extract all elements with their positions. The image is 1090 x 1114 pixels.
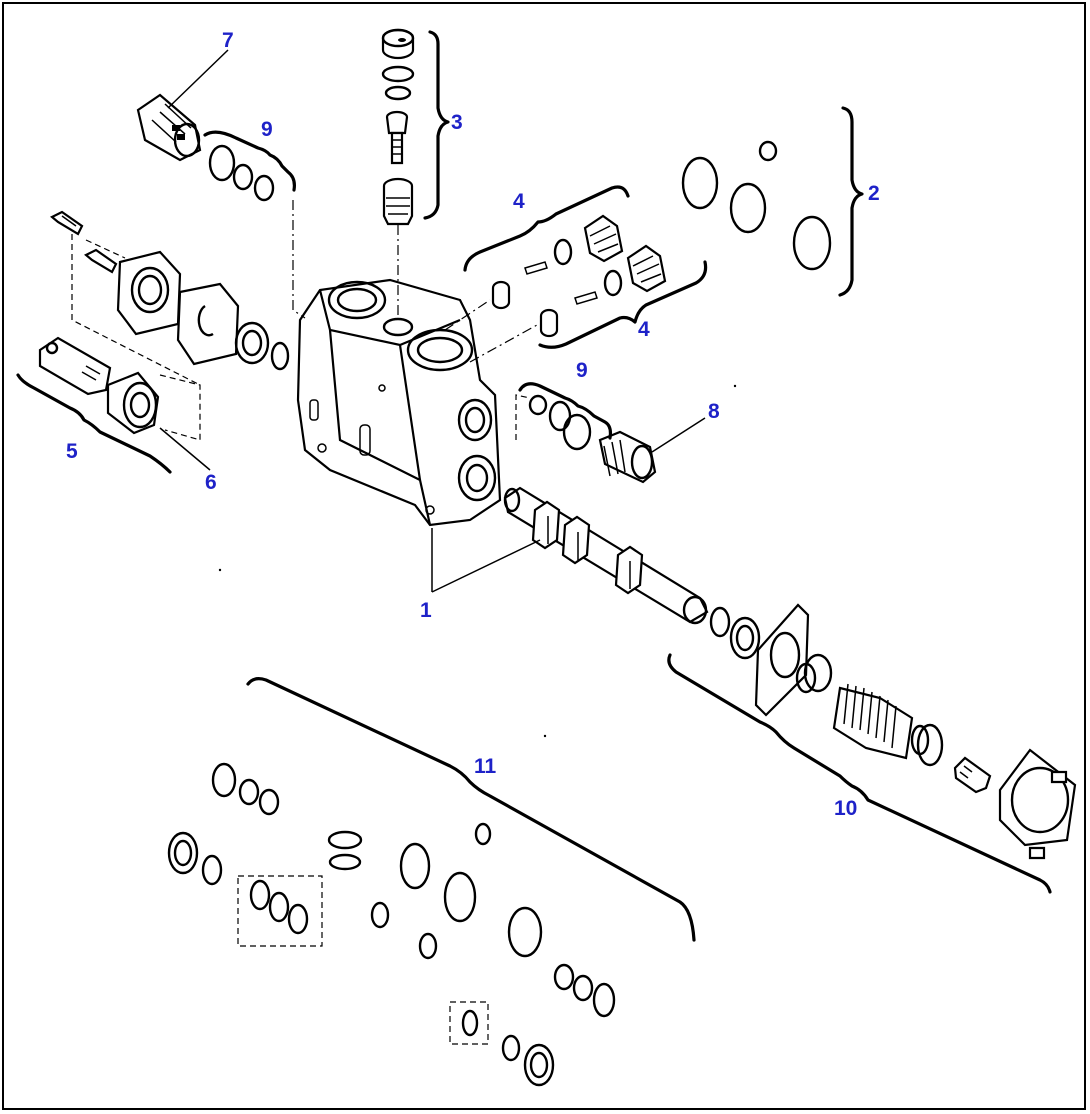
callout-7: 7 xyxy=(222,29,234,52)
callout-11: 11 xyxy=(474,755,497,778)
callout-4-upper: 4 xyxy=(513,190,525,213)
spool xyxy=(503,486,709,625)
callout-8: 8 xyxy=(708,400,720,423)
grouping-brackets xyxy=(16,30,1052,942)
valve-body xyxy=(296,278,502,527)
left-flange-parts xyxy=(50,200,306,386)
valve-stack-3 xyxy=(381,28,415,318)
o-rings-2 xyxy=(681,140,832,271)
callout-3: 3 xyxy=(451,111,463,134)
callout-4-lower: 4 xyxy=(638,318,650,341)
callout-9-top: 9 xyxy=(261,118,273,141)
callout-9-right: 9 xyxy=(576,359,588,382)
callout-2: 2 xyxy=(868,182,880,205)
leader-lines xyxy=(159,49,541,593)
items-5-6 xyxy=(38,336,201,441)
relief-valve-8 xyxy=(515,394,706,484)
relief-valve-7 xyxy=(136,93,202,162)
seal-kit-11 xyxy=(167,762,616,1087)
o-rings-9-top xyxy=(208,144,275,202)
callout-10: 10 xyxy=(834,797,858,820)
callout-1: 1 xyxy=(420,599,432,622)
callout-5: 5 xyxy=(66,440,78,463)
spring-cap-10 xyxy=(709,603,1077,860)
callout-6: 6 xyxy=(205,471,217,494)
check-valves-4 xyxy=(444,214,667,363)
